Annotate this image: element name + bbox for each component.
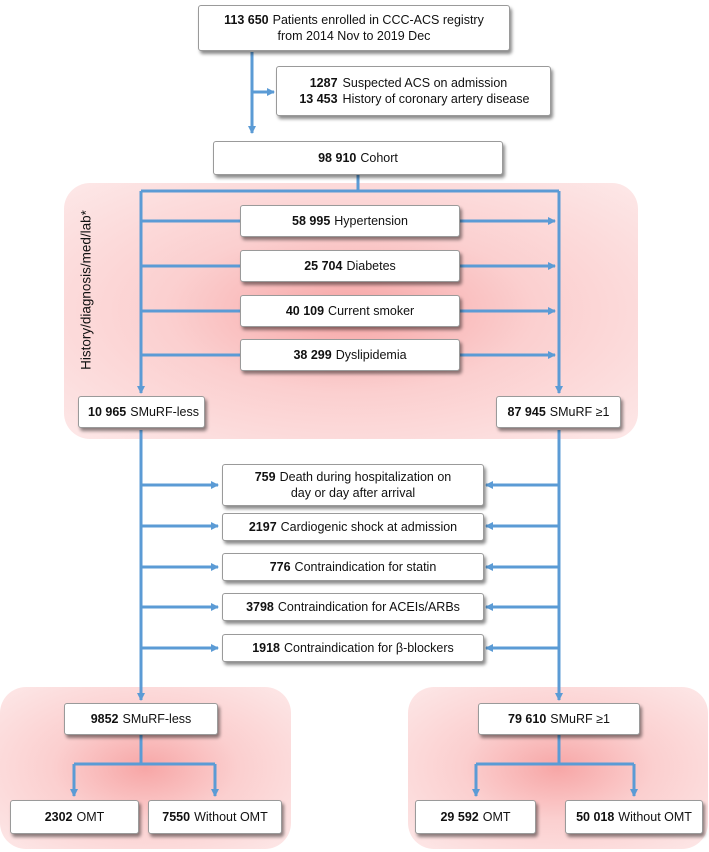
exclusion-label: Contraindication for ACEIs/ARBs [277,600,460,614]
exclusion-label: Suspected ACS on admission [342,76,508,90]
final-group-count: 9852 [90,712,119,726]
enrolled-count: 113 650 [224,13,269,27]
smurf-ge1-count: 87 945 [507,405,546,419]
exclusion-label: Death during hospitalization on [279,470,452,484]
final-group-label: SMuRF-less [122,712,192,726]
smurf-less-count: 10 965 [88,405,127,419]
exclusion-count: 1287 [309,76,338,90]
final-group-label: SMuRF ≥1 [550,712,610,726]
without-omt-label: Without OMT [618,810,692,824]
exclusion-label: History of coronary artery disease [342,92,530,106]
smurf-ge1-label: SMuRF ≥1 [549,405,610,419]
exclusion-box-admission: 1287 Suspected ACS on admission 13 453 His… [276,66,551,116]
without-omt-count: 50 018 [576,810,615,824]
exclusion-count: 776 [269,560,291,574]
exclusion-count: 2197 [248,520,277,534]
without-omt-count: 7550 [162,810,191,824]
omt-label: OMT [76,810,105,824]
exclusion-label: Cardiogenic shock at admission [280,520,458,534]
enrolled-period: from 2014 Nov to 2019 Dec [277,29,431,43]
risk-factor-count: 58 995 [292,214,331,228]
omt-count: 2302 [44,810,73,824]
risk-factor-label: Diabetes [346,259,396,273]
final-group-count: 79 610 [508,712,547,726]
risk-factor-label: Dyslipidemia [335,348,407,362]
cohort-label: Cohort [360,151,398,165]
exclusion-count: 13 453 [299,92,338,106]
omt-count: 29 592 [440,810,479,824]
exclusion-count: 3798 [246,600,274,614]
exclusion-label-continued: day or day after arrival [290,486,416,500]
enrolled-label: Patients enrolled in CCC-ACS registry [272,13,484,27]
risk-factor-source-label: History/diagnosis/med/lab* [78,210,94,370]
omt-label: OMT [482,810,511,824]
risk-factor-count: 38 299 [293,348,332,362]
exclusion-label: Contraindication for statin [294,560,437,574]
smurf-less-label: SMuRF-less [130,405,199,419]
risk-factor-count: 40 109 [285,304,325,318]
exclusion-count: 1918 [252,641,281,655]
exclusion-label: Contraindication for β-blockers [284,641,454,655]
risk-factor-label: Hypertension [334,214,408,228]
risk-factor-count: 25 704 [304,259,343,273]
without-omt-label: Without OMT [194,810,268,824]
risk-factor-label: Current smoker [328,304,415,318]
exclusion-count: 759 [254,470,276,484]
cohort-count: 98 910 [318,151,357,165]
